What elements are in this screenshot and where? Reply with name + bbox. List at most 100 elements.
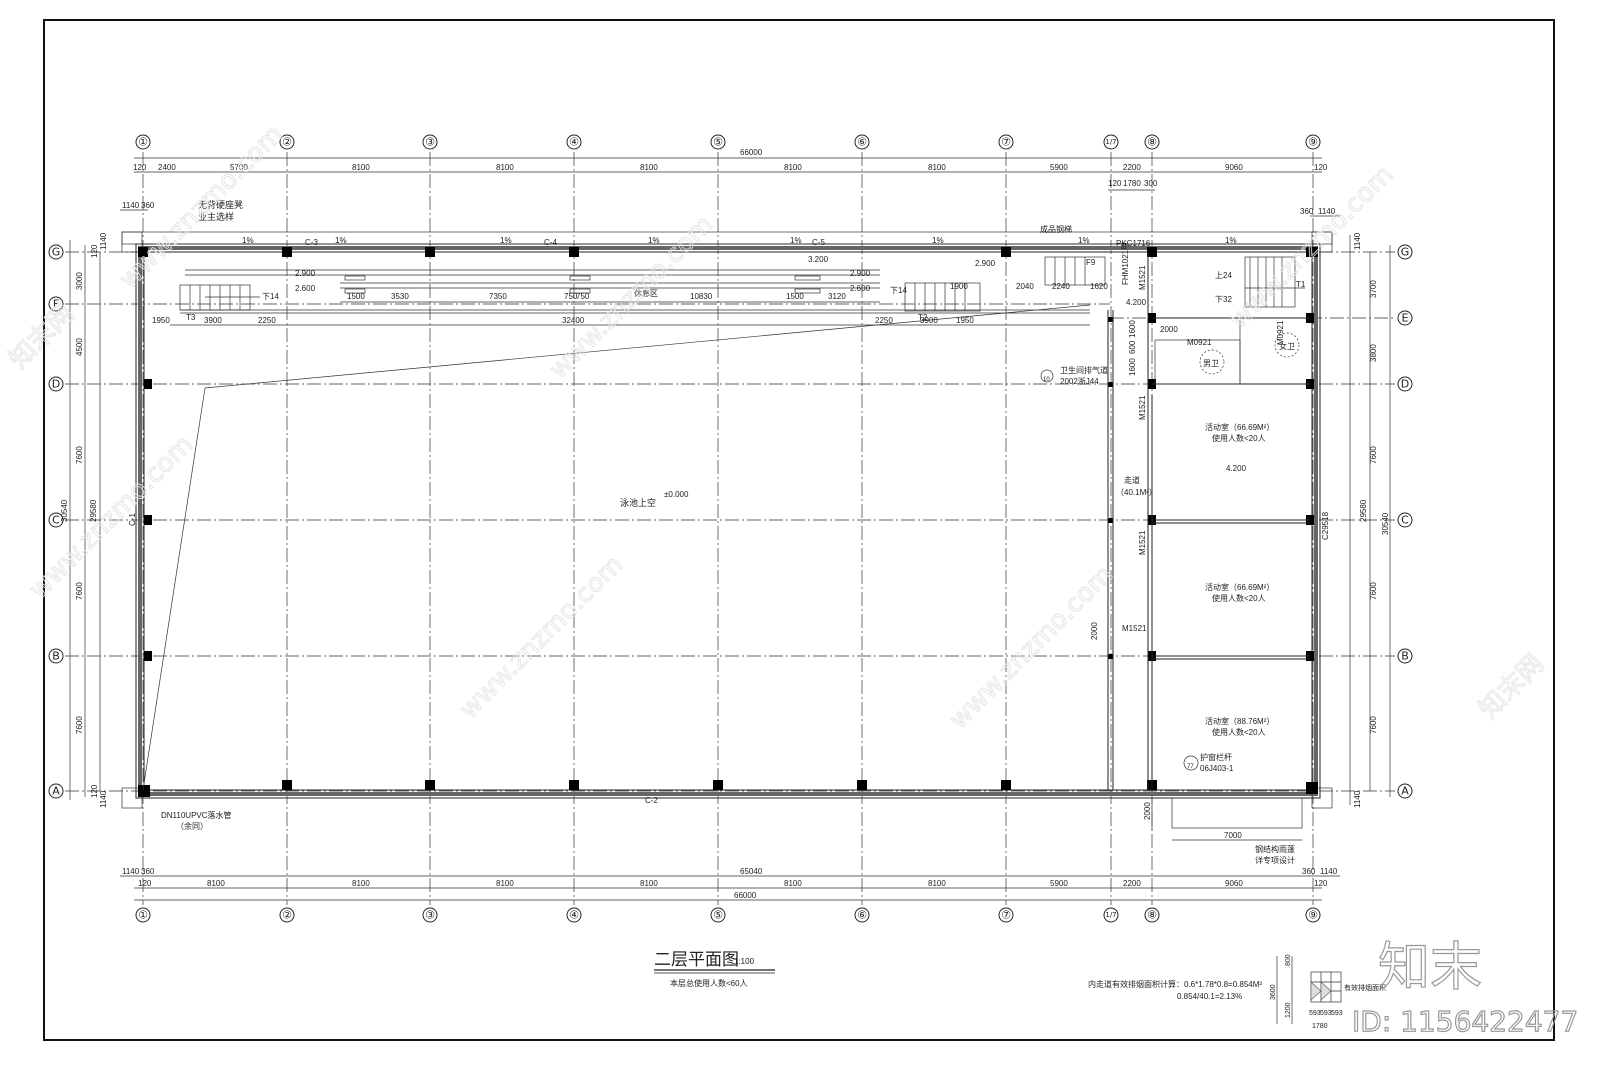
svg-text:②: ② bbox=[282, 136, 292, 149]
axis-bubbles-top: ① ② ③ ④ ⑤ ⑥ ⑦ 1/7 ⑧ ⑨ bbox=[135, 134, 1321, 150]
svg-text:2000: 2000 bbox=[1143, 802, 1152, 820]
svg-text:8100: 8100 bbox=[352, 879, 370, 888]
svg-text:1140: 1140 bbox=[122, 201, 140, 210]
svg-text:活动室（66.69M²）: 活动室（66.69M²） bbox=[1205, 422, 1274, 432]
svg-text:1%: 1% bbox=[1225, 236, 1237, 245]
svg-text:5900: 5900 bbox=[1050, 879, 1068, 888]
svg-text:3000: 3000 bbox=[75, 272, 84, 290]
svg-text:使用人数<20人: 使用人数<20人 bbox=[1212, 593, 1266, 603]
svg-text:使用人数<20人: 使用人数<20人 bbox=[1212, 433, 1266, 443]
svg-text:C: C bbox=[52, 514, 60, 527]
svg-text:有效排烟面积: 有效排烟面积 bbox=[1344, 983, 1386, 992]
svg-text:7600: 7600 bbox=[75, 716, 84, 734]
svg-text:360: 360 bbox=[141, 867, 155, 876]
svg-text:T3: T3 bbox=[186, 313, 196, 322]
svg-text:详专项设计: 详专项设计 bbox=[1255, 855, 1295, 865]
svg-text:卫生间排气道: 卫生间排气道 bbox=[1060, 365, 1108, 375]
svg-text:10: 10 bbox=[1043, 377, 1050, 383]
svg-text:⑨: ⑨ bbox=[1308, 136, 1318, 149]
svg-text:T1: T1 bbox=[1296, 280, 1306, 289]
svg-text:2.600: 2.600 bbox=[850, 284, 871, 293]
svg-text:2.900: 2.900 bbox=[975, 259, 996, 268]
svg-text:1%: 1% bbox=[242, 236, 254, 245]
svg-text:1140: 1140 bbox=[1353, 232, 1362, 250]
svg-text:男卫: 男卫 bbox=[1203, 359, 1219, 368]
drawing-scale: 1:100 bbox=[734, 957, 755, 966]
drawing-title: 二层平面图 bbox=[654, 950, 739, 969]
svg-text:M1521: M1521 bbox=[1138, 395, 1147, 420]
svg-text:120: 120 bbox=[138, 879, 152, 888]
svg-text:2040: 2040 bbox=[1016, 282, 1034, 291]
svg-text:120: 120 bbox=[1314, 879, 1328, 888]
svg-text:360: 360 bbox=[141, 201, 155, 210]
svg-text:7350: 7350 bbox=[489, 292, 507, 301]
svg-text:2240: 2240 bbox=[1052, 282, 1070, 291]
svg-text:7600: 7600 bbox=[75, 446, 84, 464]
svg-text:A: A bbox=[1401, 785, 1409, 798]
grid-lines-horizontal bbox=[65, 251, 1395, 792]
svg-text:上24: 上24 bbox=[1215, 271, 1232, 280]
svg-text:800: 800 bbox=[1285, 954, 1292, 966]
svg-text:⑤: ⑤ bbox=[713, 136, 723, 149]
svg-text:750: 750 bbox=[576, 292, 590, 301]
svg-text:1140: 1140 bbox=[1318, 207, 1336, 216]
svg-text:泳池上空: 泳池上空 bbox=[620, 497, 656, 508]
svg-text:FHM1021甲: FHM1021甲 bbox=[1121, 242, 1130, 285]
svg-text:⑤: ⑤ bbox=[713, 909, 723, 922]
svg-text:B: B bbox=[52, 650, 60, 663]
svg-text:4.200: 4.200 bbox=[1126, 298, 1147, 307]
svg-text:1%: 1% bbox=[932, 236, 944, 245]
svg-text:10830: 10830 bbox=[690, 292, 713, 301]
brand-logo: 知末 ID: 1156422477 bbox=[1351, 937, 1578, 1038]
svg-text:C29518: C29518 bbox=[1321, 511, 1330, 540]
svg-text:F9: F9 bbox=[1086, 258, 1096, 267]
svg-text:G: G bbox=[52, 246, 61, 259]
svg-text:120: 120 bbox=[90, 244, 99, 258]
svg-text:593: 593 bbox=[1331, 1010, 1343, 1017]
svg-text:（40.1M²）: （40.1M²） bbox=[1116, 488, 1157, 497]
steel-canopy: 7000 2000 钢结构雨蓬 详专项设计 bbox=[1143, 797, 1303, 865]
svg-text:8100: 8100 bbox=[640, 163, 658, 172]
svg-text:活动室（88.76M²）: 活动室（88.76M²） bbox=[1205, 716, 1274, 726]
grid-lines-vertical bbox=[142, 152, 1314, 905]
svg-text:⑦: ⑦ bbox=[1001, 909, 1011, 922]
svg-text:M0921: M0921 bbox=[1187, 338, 1212, 347]
stair-steel: F9 成品钢梯 bbox=[1040, 224, 1106, 286]
svg-text:3900: 3900 bbox=[204, 316, 222, 325]
svg-text:成品钢梯: 成品钢梯 bbox=[1040, 224, 1072, 234]
svg-text:3900: 3900 bbox=[920, 316, 938, 325]
svg-text:护窗栏杆: 护窗栏杆 bbox=[1200, 752, 1232, 762]
svg-text:知末: 知末 bbox=[1378, 938, 1482, 998]
svg-text:（余同）: （余同） bbox=[176, 821, 208, 831]
svg-text:B: B bbox=[1401, 650, 1409, 663]
svg-text:1%: 1% bbox=[1078, 236, 1090, 245]
svg-text:钢结构雨蓬: 钢结构雨蓬 bbox=[1255, 844, 1295, 854]
stair-t1: 上24 下32 T1 bbox=[1215, 256, 1306, 308]
svg-text:360: 360 bbox=[1302, 867, 1316, 876]
right-dimensions: 29580 30540 3700 3800 7600 7600 7600 114… bbox=[1349, 232, 1391, 808]
svg-text:无背硬座凳: 无背硬座凳 bbox=[198, 199, 243, 210]
svg-text:1620: 1620 bbox=[1090, 282, 1108, 291]
svg-text:2.600: 2.600 bbox=[295, 284, 316, 293]
svg-text:⑦: ⑦ bbox=[1001, 136, 1011, 149]
svg-text:2.900: 2.900 bbox=[295, 269, 316, 278]
svg-text:8100: 8100 bbox=[207, 879, 225, 888]
svg-text:29580: 29580 bbox=[89, 499, 98, 522]
svg-text:内走道有效排烟面积计算：0.6*1.78*0.8=0.854: 内走道有效排烟面积计算：0.6*1.78*0.8=0.854M² bbox=[1088, 979, 1262, 989]
svg-text:知末网: 知末网 bbox=[1474, 649, 1550, 725]
svg-text:F: F bbox=[53, 298, 59, 311]
svg-text:M1521: M1521 bbox=[1138, 265, 1147, 290]
svg-text:06J403-1: 06J403-1 bbox=[1200, 764, 1234, 773]
svg-text:⑨: ⑨ bbox=[1308, 909, 1318, 922]
svg-text:M1521: M1521 bbox=[1138, 530, 1147, 555]
svg-text:2400: 2400 bbox=[158, 163, 176, 172]
svg-text:120: 120 bbox=[1314, 163, 1328, 172]
svg-text:±0.000: ±0.000 bbox=[664, 490, 689, 499]
svg-text:使用人数<20人: 使用人数<20人 bbox=[1212, 727, 1266, 737]
svg-text:1600: 1600 bbox=[1128, 320, 1137, 338]
svg-text:9060: 9060 bbox=[1225, 879, 1243, 888]
svg-text:③: ③ bbox=[425, 909, 435, 922]
svg-text:120: 120 bbox=[133, 163, 147, 172]
svg-text:2200: 2200 bbox=[1123, 879, 1141, 888]
axis-bubbles-left: G F D C B A bbox=[48, 244, 64, 799]
